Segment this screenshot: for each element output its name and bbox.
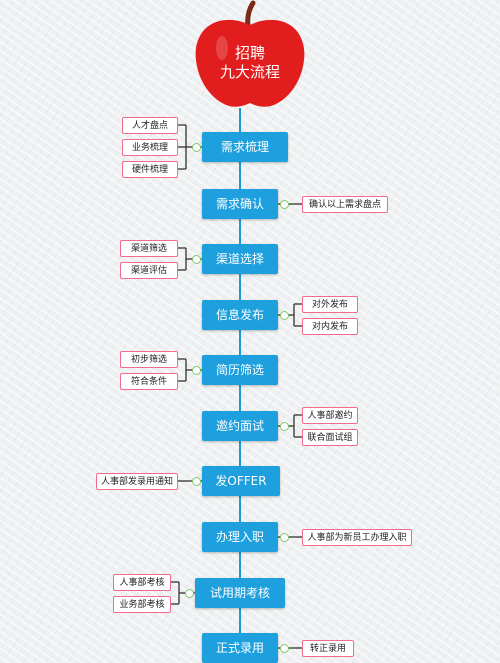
apple-title-shape — [195, 0, 305, 107]
step-box-10[interactable]: 正式录用 — [202, 633, 278, 663]
note-3-1: 渠道筛选 — [120, 239, 178, 257]
note-6-1: 人事部邀约 — [302, 406, 358, 424]
apple-body — [195, 19, 305, 107]
apple-highlight — [216, 36, 228, 60]
note-6-2: 联合面试组 — [302, 428, 358, 446]
junction-dot-6 — [279, 421, 289, 431]
note-9-1: 人事部考核 — [113, 573, 171, 591]
note-1-3: 硬件梳理 — [122, 160, 178, 178]
step-box-5[interactable]: 简历筛选 — [202, 355, 278, 385]
note-1-2: 业务梳理 — [122, 138, 178, 156]
note-5-2: 符合条件 — [120, 372, 178, 390]
note-4-2: 对内发布 — [302, 317, 358, 335]
apple-stem — [245, 0, 256, 29]
step-box-7[interactable]: 发OFFER — [202, 466, 280, 496]
apple-title: 招聘 九大流程 — [192, 44, 308, 82]
note-3-2: 渠道评估 — [120, 261, 178, 279]
junction-dot-8 — [279, 532, 289, 542]
junction-dot-4 — [279, 310, 289, 320]
step-box-4[interactable]: 信息发布 — [202, 300, 278, 330]
step-box-9[interactable]: 试用期考核 — [195, 578, 285, 608]
junction-dot-2 — [279, 199, 289, 209]
title-line-2: 九大流程 — [219, 63, 280, 81]
junction-dot-1 — [191, 142, 201, 152]
step-box-3[interactable]: 渠道选择 — [202, 244, 278, 274]
note-7-1: 人事部发录用通知 — [96, 472, 178, 490]
note-4-1: 对外发布 — [302, 295, 358, 313]
note-8-1: 人事部为新员工办理入职 — [302, 528, 412, 546]
title-line-1: 招聘 — [234, 44, 265, 62]
junction-dot-10 — [279, 643, 289, 653]
junction-dot-5 — [191, 365, 201, 375]
step-box-8[interactable]: 办理入职 — [202, 522, 278, 552]
note-9-2: 业务部考核 — [113, 595, 171, 613]
note-1-1: 人才盘点 — [122, 116, 178, 134]
junction-dot-9 — [184, 588, 194, 598]
step-box-1[interactable]: 需求梳理 — [202, 132, 288, 162]
step-box-2[interactable]: 需求确认 — [202, 189, 278, 219]
note-5-1: 初步筛选 — [120, 350, 178, 368]
note-2-1: 确认以上需求盘点 — [302, 195, 388, 213]
junction-dot-7 — [191, 476, 201, 486]
step-box-6[interactable]: 邀约面试 — [202, 411, 278, 441]
note-10-1: 转正录用 — [302, 639, 354, 657]
junction-dot-3 — [191, 254, 201, 264]
